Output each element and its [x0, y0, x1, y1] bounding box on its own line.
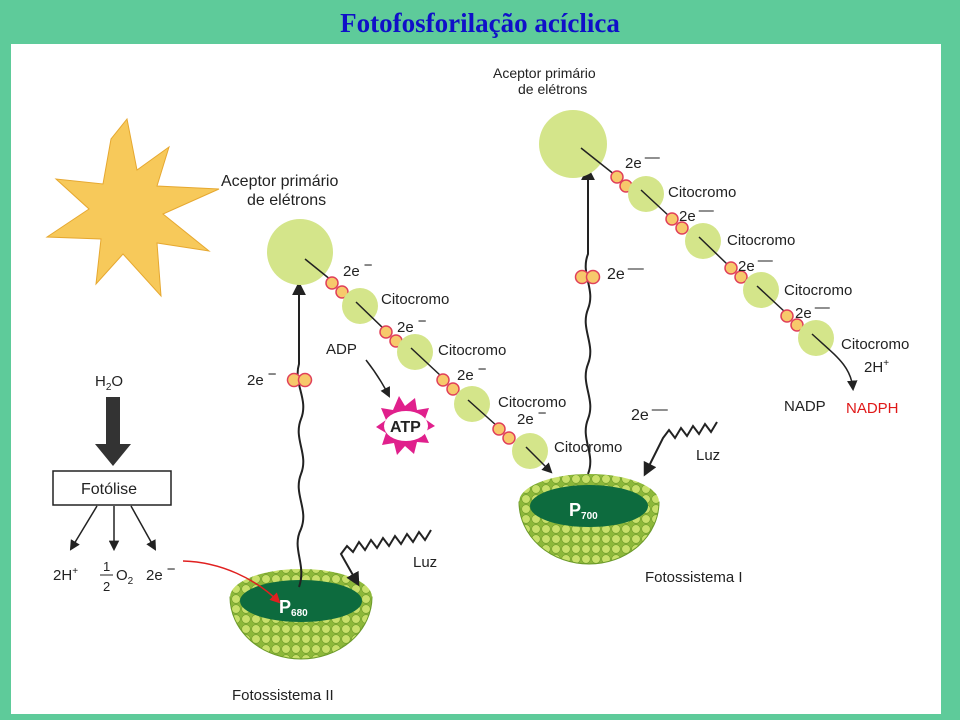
- proton-label: 2H+: [53, 566, 78, 584]
- excitation-arrow-psi: [581, 166, 595, 475]
- psi-cytochrome-3: Citocromo: [784, 282, 852, 299]
- oxygen-numerator: 1: [103, 559, 110, 574]
- electron-pair-psi: [574, 269, 601, 285]
- nadp-label: NADP: [784, 398, 826, 415]
- psii-cytochrome-3: Citocromo: [498, 394, 566, 411]
- electron-replacement-arrow: [182, 560, 281, 604]
- psi-chain-electrons-3: 2e—: [738, 252, 773, 275]
- photosystem-ii-label: Fotossistema II: [232, 687, 334, 704]
- page-title: Fotofosforilação acíclica: [340, 8, 620, 38]
- photolysis-label: Fotólise: [81, 481, 137, 498]
- psi-incoming-electrons-label: 2e—: [631, 401, 668, 424]
- nadp-protons-label: 2H+: [864, 358, 889, 376]
- light-label-psii: Luz: [413, 554, 437, 571]
- psi-acceptor-label-1: Aceptor primário: [493, 65, 596, 81]
- atp-label: ATP: [390, 419, 421, 436]
- psii-acceptor-label-2: de elétrons: [247, 192, 326, 209]
- oxygen-label: O2: [116, 567, 134, 587]
- p700-label: P700: [569, 500, 598, 522]
- psii-chain-electrons-4: 2e−: [517, 405, 547, 428]
- photolysis-electrons-label: 2e−: [146, 561, 176, 584]
- electron-pair-psii: [286, 372, 313, 388]
- psi-chain: [580, 147, 858, 392]
- photosystem-ii: P680: [229, 569, 373, 660]
- psii-chain-electrons-3: 2e−: [457, 361, 487, 384]
- photosystem-i-label: Fotossistema I: [645, 569, 743, 586]
- sun-icon: [45, 117, 220, 298]
- psii-chain-electrons-2: 2e−: [397, 313, 427, 336]
- light-arrow-psii: [339, 529, 432, 587]
- psii-chain-electrons-1: 2e−: [343, 257, 373, 280]
- photosystem-i: P700: [518, 474, 660, 565]
- primary-acceptor-psi: [539, 110, 607, 178]
- adp-label: ADP: [326, 341, 357, 358]
- nadph-label: NADPH: [846, 400, 899, 417]
- excitation-arrow-psii: [292, 281, 306, 588]
- diagram-panel: P680 Fotossistema II Luz 2e− Aceptor pri…: [11, 44, 941, 714]
- psi-excited-electrons-label: 2e—: [607, 260, 644, 283]
- photolysis: H2O Fotólise 2H+ 1 2 O2 2e−: [52, 373, 176, 594]
- psi-cytochrome-4: Citocromo: [841, 336, 909, 353]
- oxygen-denominator: 2: [103, 579, 110, 594]
- psi-chain-electrons-4: 2e—: [795, 299, 830, 322]
- psii-cytochrome-2: Citocromo: [438, 342, 506, 359]
- psii-excited-electrons-label: 2e−: [247, 366, 277, 389]
- psi-cytochrome-2: Citocromo: [727, 232, 795, 249]
- light-label-psi: Luz: [696, 447, 720, 464]
- psi-chain-electrons-1: 2e—: [625, 149, 660, 172]
- primary-acceptor-psii: [267, 219, 333, 285]
- psii-chain: [304, 258, 553, 474]
- adp-arrow: [365, 359, 390, 398]
- psii-cytochrome-1: Citocromo: [381, 291, 449, 308]
- psi-acceptor-label-2: de elétrons: [518, 81, 587, 97]
- psi-chain-electrons-2: 2e—: [679, 202, 714, 225]
- photolysis-box: [52, 470, 172, 506]
- water-label: H2O: [95, 373, 123, 393]
- psi-cytochrome-1: Citocromo: [668, 184, 736, 201]
- photosynthesis-diagram: P680 Fotossistema II Luz 2e− Aceptor pri…: [45, 65, 909, 704]
- p680-label: P680: [279, 597, 308, 619]
- light-arrow-psi: [643, 421, 718, 477]
- psii-acceptor-label-1: Aceptor primário: [221, 173, 338, 190]
